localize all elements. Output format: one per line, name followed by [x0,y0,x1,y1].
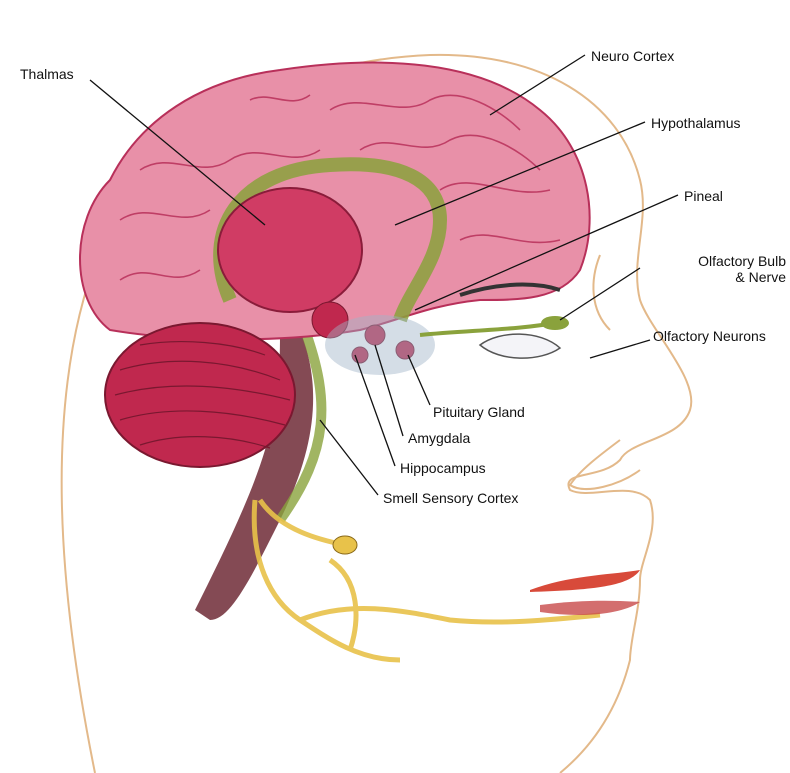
olfactory-bulb [541,316,569,330]
leader-pineal [414,194,679,311]
label-smell-sensory-cortex: Smell Sensory Cortex [383,490,519,506]
label-pineal: Pineal [684,188,723,204]
leader-smell-cortex [319,419,379,496]
spinal-green-tract [275,328,327,523]
cerebellum-folia [114,340,291,449]
leader-hippocampus [354,354,396,467]
limbic-shadow [325,315,435,375]
eye [478,333,562,359]
olfactory-nerve [419,320,561,337]
leader-pituitary [407,354,431,406]
leader-neuro-cortex [489,54,586,116]
label-neuro-cortex: Neuro Cortex [591,48,675,64]
leader-lines [89,54,679,496]
label-pituitary-gland: Pituitary Gland [433,404,525,420]
label-olfactory-neurons: Olfactory Neurons [653,328,766,344]
leader-thalmas [89,79,266,226]
label-hippocampus: Hippocampus [400,460,486,476]
label-thalmas: Thalmas [20,66,74,82]
thalamus [217,187,363,313]
facial-nerves [251,498,601,663]
label-olfactory-bulb: Olfactory Bulb & Nerve [650,253,786,285]
cerebellum [104,322,296,468]
upper-lip [530,570,640,592]
leader-amygdala [374,344,404,437]
ganglion [332,535,358,555]
leader-olfactory-neurons [589,339,651,359]
leader-hypothalamus [394,121,646,226]
nose-outline [568,439,641,490]
label-hypothalamus: Hypothalamus [651,115,741,131]
eyebrow [459,282,561,297]
leader-olfactory-bulb [559,267,641,321]
label-olfactory-bulb-line1: Olfactory Bulb [698,253,786,269]
ear-outline [592,254,611,331]
lower-lip [540,600,640,615]
limbic-structures [311,301,415,364]
label-olfactory-bulb-line2: & Nerve [735,269,786,285]
label-amygdala: Amygdala [408,430,471,446]
